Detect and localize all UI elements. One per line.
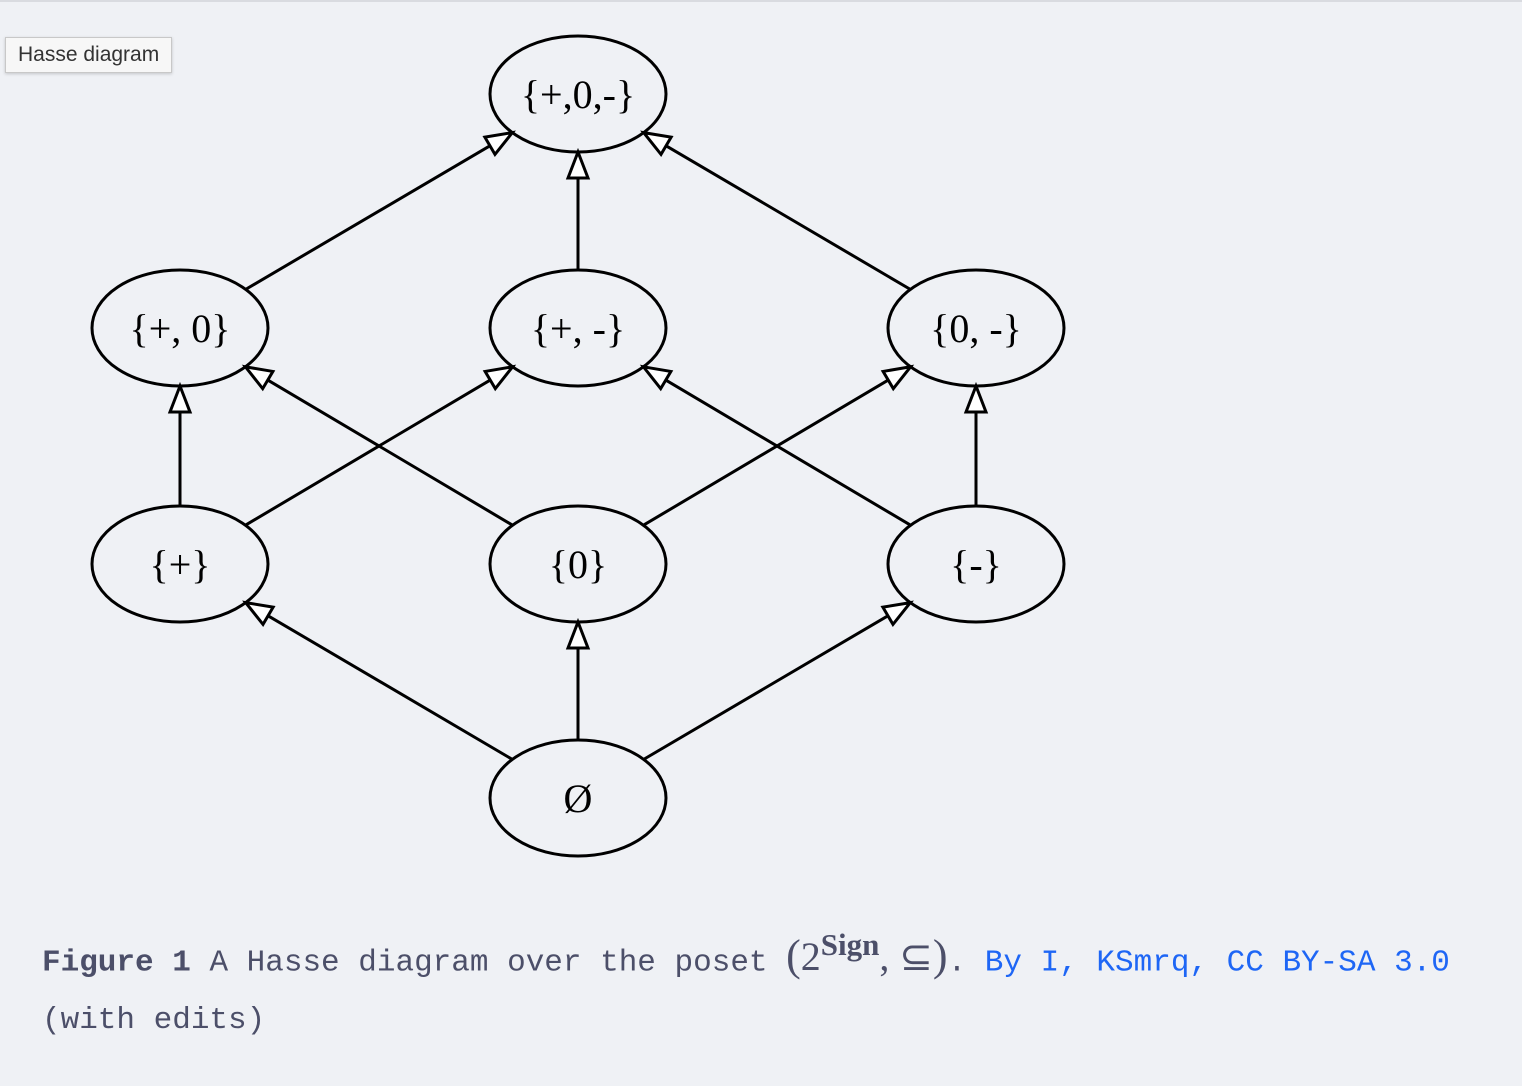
node-label: {+}: [150, 542, 211, 587]
arrowhead-minus-to-zero_minus: [963, 381, 989, 414]
node-ellipse: [488, 34, 668, 154]
node-label: {0, -}: [930, 306, 1022, 351]
caption-period: .: [947, 945, 967, 981]
nodes: {+,0,-} {+, 0} {+, -} {0, -} {+} {0} {-} Ø: [90, 34, 1066, 858]
edges: [167, 130, 989, 761]
subset-symbol: ⊆: [899, 934, 933, 980]
node-label: Ø: [564, 776, 593, 821]
arrowhead-zero-to-zero_minus: [880, 364, 915, 392]
arrowhead-zero-to-plus_zero: [241, 364, 276, 392]
node-label: {+, 0}: [130, 306, 231, 351]
arrowhead-plus-to-plus_zero: [167, 381, 193, 414]
open-paren: (: [786, 931, 801, 981]
node-ellipse: [90, 268, 270, 388]
node-zero-minus: {0, -}: [886, 268, 1066, 388]
edge-zero-to-plus_zero: [267, 378, 514, 527]
node-ellipse: [488, 738, 668, 858]
node-label: {+, -}: [531, 306, 625, 351]
node-ellipse: [886, 504, 1066, 624]
node-plus-zero: {+, 0}: [90, 268, 270, 388]
node-minus: {-}: [886, 504, 1066, 624]
arrowhead-zero_minus-to-top: [640, 130, 674, 158]
edge-empty-to-plus: [267, 614, 514, 761]
poset-formula: (2Sign,⊆): [786, 927, 947, 980]
edge-plus_zero-to-top: [244, 144, 491, 291]
arrowhead-plus_minus-to-top: [565, 147, 591, 180]
edge-minus-to-plus_minus: [665, 378, 912, 527]
power-exponent: Sign: [820, 927, 880, 962]
node-plus-minus: {+, -}: [488, 268, 668, 388]
node-label: {0}: [549, 542, 607, 587]
node-ellipse: [488, 268, 668, 388]
figure-caption: Figure 1 A Hasse diagram over the poset …: [42, 920, 1482, 1050]
caption-text: A Hasse diagram over the poset: [209, 945, 768, 981]
arrowhead-minus-to-plus_minus: [639, 364, 674, 392]
arrowhead-empty-to-zero: [565, 617, 591, 650]
node-label: {+,0,-}: [521, 72, 635, 117]
top-border: [0, 0, 1522, 2]
arrowhead-plus-to-plus_minus: [482, 364, 517, 392]
edge-zero_minus-to-top: [665, 144, 912, 291]
edge-zero-to-zero_minus: [642, 378, 889, 527]
close-paren: ): [932, 931, 948, 981]
node-plus: {+}: [90, 504, 270, 624]
hasse-diagram: {+,0,-} {+, 0} {+, -} {0, -} {+} {0} {-} Ø: [90, 34, 1066, 858]
node-empty: Ø: [488, 738, 668, 858]
arrowhead-empty-to-minus: [880, 600, 914, 628]
node-label: {-}: [950, 542, 1002, 587]
diagram-tooltip: Hasse diagram: [5, 37, 173, 73]
node-ellipse: [90, 504, 270, 624]
power-base: 2: [800, 934, 821, 980]
arrowhead-empty-to-plus: [242, 600, 276, 628]
node-ellipse: [886, 268, 1066, 388]
node-ellipse: [488, 504, 668, 624]
edge-plus-to-plus_minus: [244, 378, 491, 527]
edge-empty-to-minus: [642, 614, 889, 761]
formula-comma: ,: [879, 934, 890, 980]
figure-label: Figure 1: [42, 945, 191, 981]
node-top: {+,0,-}: [488, 34, 668, 154]
attribution-link[interactable]: By I, KSmrq, CC BY-SA 3.0: [984, 945, 1450, 981]
node-zero: {0}: [488, 504, 668, 624]
arrowhead-plus_zero-to-top: [482, 130, 516, 158]
caption-suffix: (with edits): [42, 1003, 266, 1039]
